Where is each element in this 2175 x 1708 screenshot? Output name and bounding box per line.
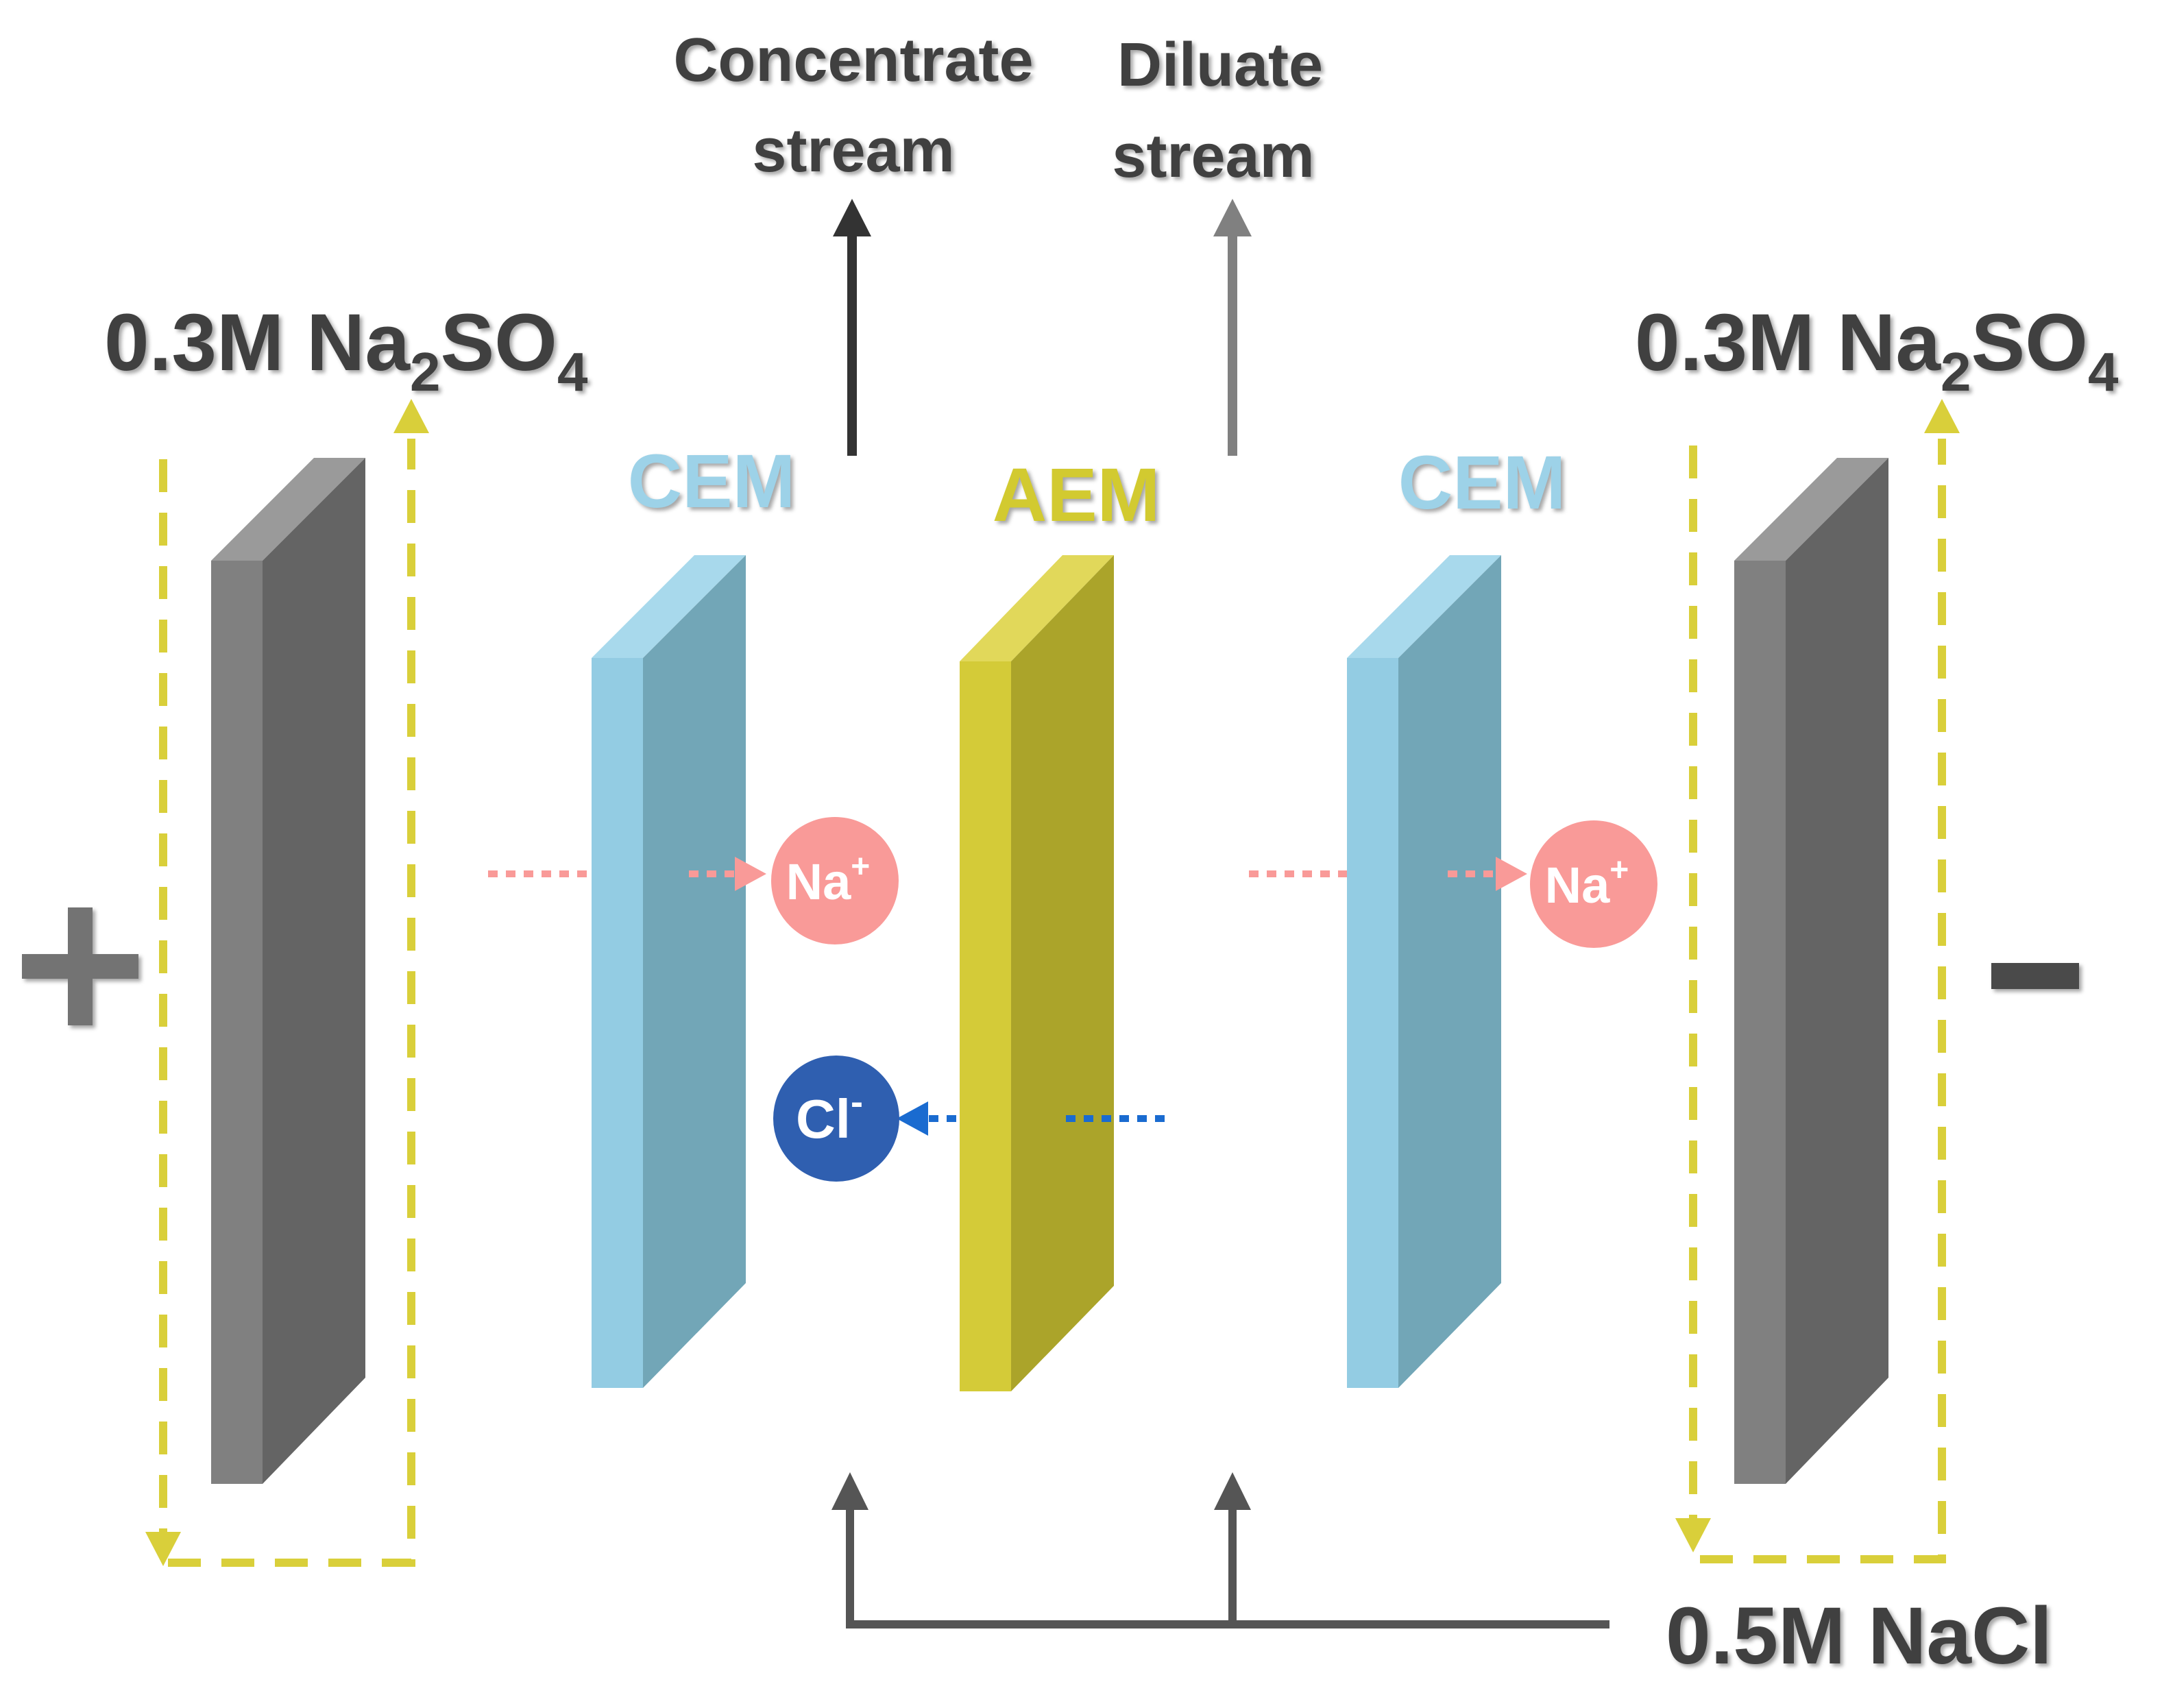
concentrate-label-line2: stream xyxy=(752,117,954,185)
cathode-loop-arrowhead-up xyxy=(1924,399,1960,433)
feed-inlet-lines xyxy=(846,1508,1609,1628)
svg-text:Na+: Na+ xyxy=(1545,852,1629,914)
feed-label: 0.5M NaCl xyxy=(1666,1591,2052,1681)
diluate-outlet-arrow xyxy=(1213,199,1252,456)
cathode-minus-sign xyxy=(1991,963,2079,989)
feed-arrowhead-concentrate xyxy=(831,1472,868,1510)
cem-label-left: CEM xyxy=(628,439,795,524)
diluate-stream-label: Diluate stream xyxy=(1112,31,1323,191)
concentrate-label-line1: Concentrate xyxy=(673,26,1033,95)
aem-membrane xyxy=(960,555,1114,1391)
svg-text:Na+: Na+ xyxy=(786,849,871,910)
cathode-electrode xyxy=(1734,458,1888,1484)
na-ion-left: Na+ xyxy=(771,817,899,944)
concentrate-outlet-arrow xyxy=(833,199,871,456)
cathode-loop-arrowhead-down xyxy=(1675,1518,1711,1552)
anode-plus-sign xyxy=(22,907,138,1025)
cem-membrane-left xyxy=(592,555,746,1388)
na-migration-arrow-left xyxy=(488,857,766,891)
electrolyte-label-left: 0.3M Na2SO4 xyxy=(104,297,588,402)
diluate-label-line1: Diluate xyxy=(1117,31,1323,99)
cathode-electrolyte-loop xyxy=(1689,439,1946,1563)
na-ion-right: Na+ xyxy=(1530,820,1657,948)
anode-loop-arrowhead-down xyxy=(145,1532,181,1566)
anode-electrolyte-loop xyxy=(159,439,415,1567)
cl-migration-arrow xyxy=(897,1101,1169,1136)
electrolyte-label-right: 0.3M Na2SO4 xyxy=(1635,297,2119,402)
cem-label-right: CEM xyxy=(1398,441,1566,525)
cem-membrane-right xyxy=(1347,555,1501,1388)
anode-electrode xyxy=(211,458,365,1484)
aem-label: AEM xyxy=(993,453,1160,537)
feed-arrowhead-diluate xyxy=(1214,1472,1251,1510)
svg-text:Cl-: Cl- xyxy=(796,1082,863,1149)
concentrate-stream-label: Concentrate stream xyxy=(673,26,1033,185)
cl-ion: Cl- xyxy=(773,1056,899,1182)
anode-loop-arrowhead-up xyxy=(393,399,429,433)
na-migration-arrow-right xyxy=(1249,857,1527,891)
diluate-label-line2: stream xyxy=(1112,122,1314,191)
